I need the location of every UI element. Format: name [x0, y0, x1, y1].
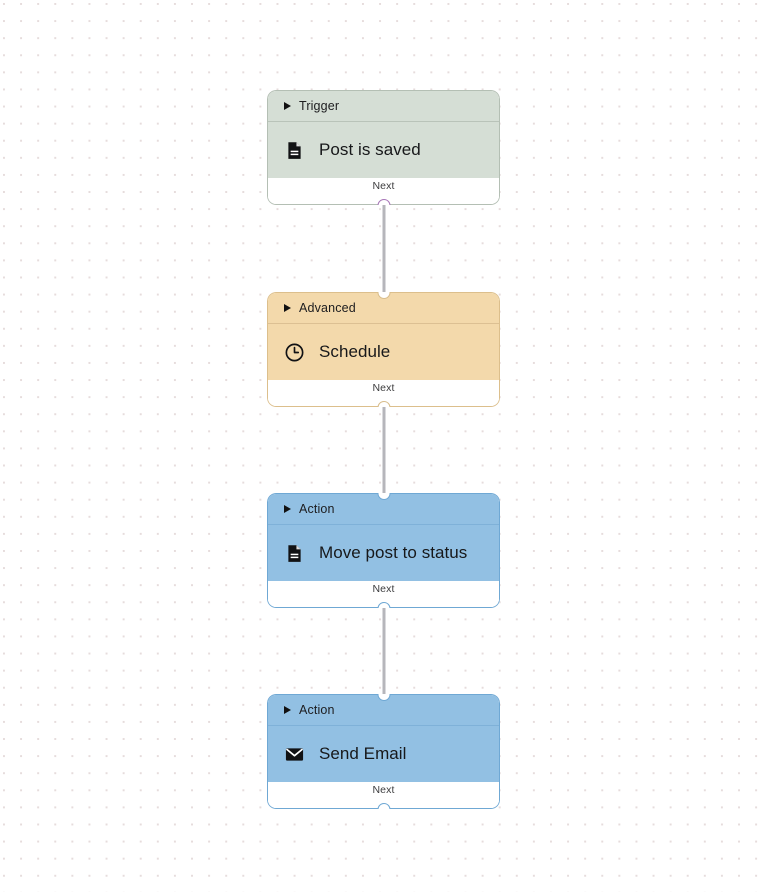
- node-next-label: Next: [372, 382, 395, 394]
- document-icon: [284, 543, 305, 564]
- node-body[interactable]: Post is saved: [268, 122, 499, 178]
- document-icon: [284, 140, 305, 161]
- node-header[interactable]: Trigger: [268, 91, 499, 121]
- node-output-port[interactable]: [377, 400, 390, 407]
- node-divider: [268, 323, 499, 324]
- node-category-label: Action: [299, 703, 335, 717]
- node-header[interactable]: Action: [268, 695, 499, 725]
- caret-right-icon[interactable]: [284, 102, 291, 110]
- caret-right-icon[interactable]: [284, 706, 291, 714]
- caret-right-icon[interactable]: [284, 505, 291, 513]
- node-divider: [268, 121, 499, 122]
- node-next-label: Next: [372, 583, 395, 595]
- node-title: Move post to status: [319, 543, 468, 562]
- node-category-label: Trigger: [299, 99, 340, 113]
- node-output-port[interactable]: [377, 601, 390, 608]
- envelope-icon: [284, 744, 305, 765]
- node-next-label: Next: [372, 784, 395, 796]
- node-header[interactable]: Advanced: [268, 293, 499, 323]
- node-next-label: Next: [372, 180, 395, 192]
- node-divider: [268, 725, 499, 726]
- node-output-port[interactable]: [377, 198, 390, 205]
- node-body[interactable]: Schedule: [268, 324, 499, 380]
- node-category-label: Action: [299, 502, 335, 516]
- node-body[interactable]: Move post to status: [268, 525, 499, 581]
- clock-icon: [284, 342, 305, 363]
- node-title: Post is saved: [319, 140, 421, 159]
- node-body[interactable]: Send Email: [268, 726, 499, 782]
- node-category-label: Advanced: [299, 301, 356, 315]
- node-title: Schedule: [319, 342, 391, 361]
- caret-right-icon[interactable]: [284, 304, 291, 312]
- node-title: Send Email: [319, 744, 407, 763]
- node-divider: [268, 524, 499, 525]
- node-output-port[interactable]: [377, 802, 390, 809]
